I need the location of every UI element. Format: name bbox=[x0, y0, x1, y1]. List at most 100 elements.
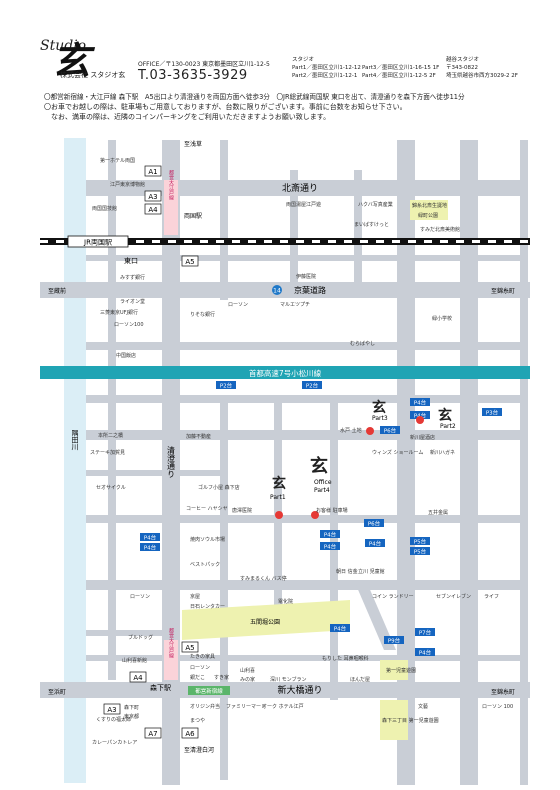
koshigaya-title: 越谷スタジオ bbox=[446, 57, 480, 63]
landmark-12: ブルドッグ bbox=[128, 634, 153, 641]
parking-1 bbox=[216, 381, 236, 389]
company-name: 株式会社 スタジオ玄 bbox=[60, 71, 126, 79]
exit-a4: A4 bbox=[148, 206, 158, 214]
landmark-30: 緑小学校 bbox=[432, 315, 452, 322]
landmark-9: ステーキ加賀見 bbox=[90, 449, 125, 456]
landmark-57: 朝日 信金 bbox=[336, 568, 358, 575]
pin-office[interactable] bbox=[311, 511, 319, 519]
road-keiyo-label: 京葉道路 bbox=[294, 285, 326, 295]
station-jr-ryogoku bbox=[67, 235, 129, 248]
landmark-39: たきの家具 bbox=[190, 653, 215, 660]
parking-15-label: P7台 bbox=[419, 629, 432, 637]
landmark-6: 中国飯店 bbox=[116, 352, 136, 359]
landmark-15: 東京都 bbox=[124, 713, 139, 720]
exit-a3-box bbox=[144, 190, 162, 202]
studio-part3: Part3／墨田区立川1-16-15 1F bbox=[362, 65, 440, 71]
station-higashiguchi: 東口 bbox=[124, 256, 138, 265]
parking-12-label: P4台 bbox=[144, 534, 157, 542]
exit-a4-box bbox=[144, 203, 162, 215]
parking-5 bbox=[482, 408, 502, 416]
landmark-22: 伊藤医院 bbox=[296, 273, 316, 280]
office-tel[interactable]: T.03-3635-3929 bbox=[138, 68, 248, 83]
landmark-14: 森下町 bbox=[124, 704, 139, 711]
landmark-4: 三菱東京UFJ銀行 bbox=[100, 309, 138, 316]
landmark-59: コイン ランドリー bbox=[372, 594, 414, 600]
studio-list-2: Part3／墨田区立川1-16-15 1F Part4／墨田区立川1-12-5 … bbox=[362, 64, 439, 80]
road-kiyosumi bbox=[162, 140, 180, 785]
parking-14-label: P5台 bbox=[414, 548, 427, 556]
parking-8 bbox=[320, 530, 340, 538]
studio-list: スタジオ Part1／墨田区立川1-12-12 Part2／墨田区立川1-12-… bbox=[292, 56, 361, 80]
pin-part1[interactable] bbox=[275, 511, 283, 519]
parking-1-label: P2台 bbox=[220, 382, 233, 390]
landmark-8: 本所二之橋 bbox=[98, 432, 123, 439]
park-daiichi bbox=[380, 660, 408, 680]
road-hokusai bbox=[86, 180, 528, 196]
river-label: 隅田川 bbox=[71, 429, 79, 451]
station-toei-ryogoku: 両国駅 bbox=[184, 213, 202, 220]
landmark-64: 第一児童遊園 bbox=[386, 667, 416, 674]
access-notes: 〇都営新宿線・大江戸線 森下駅 A5出口より清澄通りを両国方面へ徒歩3分 〇JR… bbox=[44, 92, 544, 122]
office-address: OFFICE／〒130-0023 東京都墨田区立川1-12-5 bbox=[138, 61, 270, 68]
exit-a5: A5 bbox=[185, 258, 194, 266]
landmark-16: くすりの福太郎 bbox=[96, 716, 131, 723]
landmark-17: カレーパンカトレア bbox=[92, 740, 137, 746]
parking-4 bbox=[380, 426, 400, 434]
landmark-42: すき家 bbox=[214, 674, 229, 681]
landmark-60: セブンイレブン bbox=[436, 593, 471, 600]
parking-9 bbox=[320, 542, 340, 550]
landmark-36: ベストパック bbox=[190, 562, 220, 568]
parking-10-label: P4台 bbox=[369, 540, 382, 548]
exit-a7: A7 bbox=[148, 730, 157, 738]
landmark-40: ローソン bbox=[190, 665, 210, 671]
toei-ryogoku-strip bbox=[164, 180, 178, 235]
parking-11 bbox=[410, 537, 430, 545]
road-h-6 bbox=[86, 255, 528, 261]
landmark-49: オーク ホテル江戸 bbox=[262, 703, 304, 710]
landmark-0: 第一ホテル両国 bbox=[100, 157, 135, 164]
to-hamacho: 至浜町 bbox=[48, 688, 66, 696]
studio-mark-office: 玄 bbox=[310, 455, 328, 477]
koshigaya-address: 埼玉県越谷市西方3029-2 2F bbox=[446, 73, 518, 79]
park-morishita bbox=[380, 700, 408, 740]
parking-3-label: P4台 bbox=[414, 399, 427, 407]
road-hokusai-label: 北斎通り bbox=[282, 182, 318, 194]
studio-mark-part3: 玄 bbox=[372, 399, 386, 416]
to-kinshicho-top: 至錦糸町 bbox=[491, 287, 515, 295]
exit-a5-box bbox=[181, 255, 199, 267]
pin-part3[interactable] bbox=[366, 427, 374, 435]
note-line-3: なお、満車の際は、近隣のコインパーキングをご利用いただきますようお願い致します。 bbox=[44, 113, 331, 121]
station-morishita: 森下駅 bbox=[150, 683, 171, 692]
landmark-55: 新川ハガネ bbox=[430, 449, 455, 456]
road-mid-4 bbox=[354, 170, 362, 290]
landmark-31: 加藤不動産 bbox=[186, 433, 211, 440]
route-14-icon bbox=[272, 285, 282, 295]
road-mid-6 bbox=[220, 140, 228, 300]
landmark-67: ローソン 100 bbox=[482, 704, 513, 710]
pin-part2[interactable] bbox=[416, 416, 424, 424]
landmark-33: コーヒー ハヤシヤ bbox=[186, 506, 228, 512]
exit-a4b: A4 bbox=[133, 674, 143, 682]
studio-part4: Part4／墨田区立川1-12-5 2F bbox=[362, 73, 436, 79]
road-east-3 bbox=[520, 140, 528, 785]
note-line-2: 〇お車でお越しの際は、駐車場もご用意しておりますが、台数に限りがございます。事前… bbox=[44, 103, 407, 111]
parking-14 bbox=[410, 547, 430, 555]
toei-oedo-label: 都営大江戸線 bbox=[168, 628, 174, 658]
landmark-68: 森下三丁目 第一児童遊園 bbox=[382, 717, 439, 724]
parking-16-label: P9台 bbox=[388, 637, 401, 645]
landmark-54: 新川屋酒店 bbox=[410, 434, 435, 441]
highway bbox=[40, 366, 530, 379]
station-jr-ryogoku-label: JR両国駅 bbox=[83, 239, 112, 247]
landmark-43: 山利喜 bbox=[240, 667, 255, 674]
landmark-26: りそな銀行 bbox=[190, 311, 215, 318]
studio-markers: 玄 玄 玄 玄 Part1 Office Part4 Part3 Part2 bbox=[270, 399, 456, 519]
landmark-23: 錦糸北斎生誕地 bbox=[412, 202, 447, 209]
road-east-1 bbox=[397, 140, 415, 785]
landmark-58: 立川 児童館 bbox=[358, 568, 385, 575]
exit-a3: A3 bbox=[148, 193, 157, 201]
road-west-1 bbox=[108, 140, 116, 680]
parking-6-label: P4台 bbox=[414, 412, 427, 420]
toei-shinjuku-strip bbox=[188, 686, 230, 695]
landmark-37: 京屋 bbox=[190, 593, 200, 600]
exit-a3b-box bbox=[103, 703, 121, 715]
